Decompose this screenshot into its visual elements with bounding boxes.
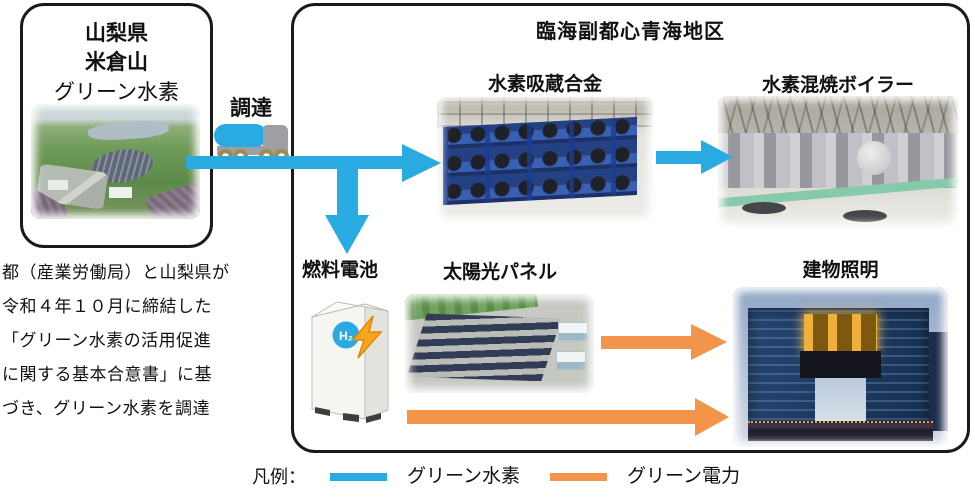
photo-vignette (405, 294, 594, 393)
legend-hydrogen-swatch (330, 473, 387, 481)
building-lighting-photo (733, 287, 948, 447)
note-line: 都（産業労働局）と山梨県が (2, 263, 230, 282)
equipment-container (556, 351, 587, 371)
ceiling-trusses (718, 96, 958, 133)
yonekurayama-aerial-photo (31, 104, 200, 219)
photo-vignette (31, 104, 200, 219)
gold-illumination (803, 314, 878, 351)
source-title-prefecture: 山梨県 (85, 22, 148, 45)
aerial-building (47, 179, 69, 191)
hydrogen-boiler-photo (718, 96, 958, 228)
solar-panel-label: 太陽光パネル (442, 262, 557, 283)
hydrogen-arrow-storage-to-boiler-bar (656, 151, 702, 164)
power-arrow-solar-to-lighting-head (691, 324, 727, 360)
hydrogen-arrow-storage-to-boiler-head (701, 140, 733, 174)
fuel-cell-label: 燃料電池 (301, 260, 378, 281)
boiler-label: 水素混焼ボイラー (761, 75, 914, 96)
note-line: 「グリーン水素の活用促進 (2, 331, 212, 350)
truck-hydrogen-tank (214, 124, 267, 147)
source-title-hydrogen: グリーン水素 (54, 81, 179, 104)
hydrogen-arrow-branch-bar (337, 163, 358, 216)
fuel-cell-front-face (311, 303, 366, 420)
building-base-lights (748, 421, 933, 441)
h2-badge-text: H₂ (339, 329, 353, 343)
fuel-cell-icon: H₂ (311, 301, 389, 423)
floor-manhole (842, 209, 887, 222)
agreement-note: 都（産業労働局）と山梨県が 令和４年１０月に締結した 「グリーン水素の活用促進 … (2, 256, 234, 426)
fuel-cell-top-face (311, 301, 389, 318)
photo-vignette (437, 97, 653, 222)
legend-hydrogen-label: グリーン水素 (407, 466, 521, 487)
boiler-equipment (718, 132, 958, 189)
building-lighting-label: 建物照明 (802, 260, 879, 281)
legend-power-label: グリーン電力 (627, 466, 741, 487)
hydrogen-storage-alloy-photo (437, 97, 653, 222)
fuel-cell-foot (343, 413, 359, 422)
truck-chassis (217, 146, 288, 155)
note-line: づき、グリーン水素を調達 (2, 399, 210, 418)
photo-vignette (718, 96, 958, 228)
photo-vignette (733, 287, 948, 447)
destination-title: 臨海副都心青海地区 (536, 21, 725, 43)
legend-power-swatch (550, 473, 607, 481)
fuel-cell-foot (366, 413, 381, 423)
storage-alloy-label: 水素吸蔵合金 (487, 74, 602, 95)
power-arrow-solar-to-lighting-bar (601, 336, 692, 349)
power-arrow-fuelcell-to-lighting-bar (407, 410, 696, 424)
dark-screen-panel (799, 351, 882, 379)
fuel-cell-foot (315, 407, 330, 416)
source-title-site: 米倉山 (85, 51, 148, 74)
hydrogen-arrow-main-head (402, 144, 441, 182)
procurement-label: 調達 (230, 97, 272, 120)
legend-title: 凡例： (252, 467, 306, 487)
aerial-building (108, 186, 133, 199)
note-line: 令和４年１０月に締結した (2, 297, 212, 316)
boiler-drum (857, 140, 892, 175)
floor-manhole (742, 201, 786, 214)
building-arch-opening (814, 378, 867, 423)
h2-badge-circle (332, 321, 360, 349)
note-line: に関する基本合意書」に基 (2, 365, 212, 384)
solar-panel-photo (405, 294, 594, 393)
hydrogen-arrow-branch-head (325, 215, 369, 254)
lightning-bolt-icon (351, 315, 383, 359)
power-arrow-fuelcell-to-lighting-head (695, 398, 729, 436)
equipment-container (558, 321, 589, 341)
hydrogen-arrow-main-bar (186, 156, 403, 169)
